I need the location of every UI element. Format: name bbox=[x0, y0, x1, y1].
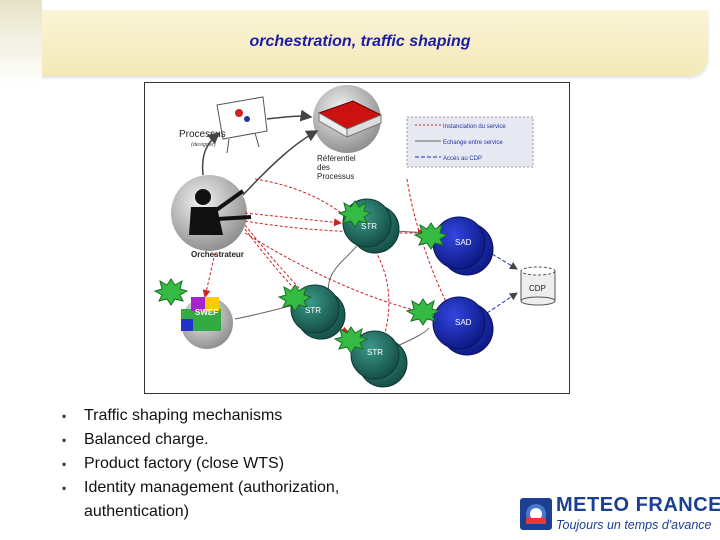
orchestrateur-label: Orchestrateur bbox=[191, 250, 244, 259]
str-top-label: STR bbox=[361, 222, 377, 231]
str-node-mid: STR bbox=[290, 284, 346, 340]
bullet-item: Product factory (close WTS) bbox=[62, 452, 414, 476]
referentiel-node: Référentiel des Processus bbox=[313, 85, 383, 181]
cdp-label: CDP bbox=[529, 284, 546, 293]
processus-node: Processus (designer) bbox=[179, 96, 268, 154]
star-icon bbox=[337, 200, 373, 228]
diagram-canvas: Instanciation du service Echange entre s… bbox=[153, 85, 556, 388]
referentiel-line-1: Référentiel bbox=[317, 154, 356, 163]
sad-bottom-label: SAD bbox=[455, 318, 472, 327]
star-icon bbox=[277, 284, 313, 312]
orchestrateur-node: Orchestrateur bbox=[171, 175, 252, 259]
diagram-legend: Instanciation du service Echange entre s… bbox=[406, 116, 534, 168]
star-icon bbox=[413, 222, 449, 250]
bullet-list: Traffic shaping mechanisms Balanced char… bbox=[62, 404, 414, 524]
cdp-node: CDP bbox=[520, 266, 556, 306]
legend-echange-label: Echange entre service bbox=[443, 140, 503, 146]
legend-instanciation-label: Instanciation du service bbox=[443, 124, 506, 130]
sad-node-bottom: SAD bbox=[432, 296, 494, 356]
slide-title: orchestration, traffic shaping bbox=[249, 33, 471, 50]
star-icon bbox=[153, 278, 189, 306]
bullet-item: Traffic shaping mechanisms bbox=[62, 404, 414, 428]
star-icon bbox=[405, 298, 441, 326]
processus-sub: (designer) bbox=[191, 142, 216, 148]
bullet-item: Balanced charge. bbox=[62, 428, 414, 452]
database-icon bbox=[520, 266, 556, 276]
swef-label: SWEF bbox=[195, 308, 218, 317]
person-body-icon bbox=[189, 207, 223, 235]
green-star-icons bbox=[153, 200, 449, 354]
logo-tagline: Toujours un temps d'avance bbox=[556, 518, 712, 532]
str-node-bottom: STR bbox=[350, 330, 408, 388]
legend-cdp-label: Accès au CDP bbox=[443, 156, 482, 162]
meteo-france-emblem-icon bbox=[520, 498, 552, 530]
meteo-france-logo: METEO FRANCE Toujours un temps d'avance bbox=[516, 492, 720, 536]
processus-label: Processus bbox=[179, 129, 226, 140]
sad-top-label: SAD bbox=[455, 238, 472, 247]
referentiel-line-2: des bbox=[317, 163, 330, 172]
sad-node-top: SAD bbox=[432, 216, 494, 276]
str-mid-label: STR bbox=[305, 306, 321, 315]
chart-dot-icon bbox=[235, 109, 243, 117]
title-band bbox=[0, 0, 708, 86]
orchestration-diagram: Instanciation du service Echange entre s… bbox=[144, 82, 570, 394]
referentiel-line-3: Processus bbox=[317, 172, 354, 181]
str-bottom-label: STR bbox=[367, 348, 383, 357]
person-head-icon bbox=[195, 189, 211, 205]
whiteboard-icon bbox=[216, 96, 268, 140]
logo-name: METEO FRANCE bbox=[556, 494, 720, 516]
star-icon bbox=[333, 326, 369, 354]
swef-node: SWEF bbox=[181, 297, 233, 349]
bullet-item: Identity management (authorization, auth… bbox=[62, 476, 414, 524]
